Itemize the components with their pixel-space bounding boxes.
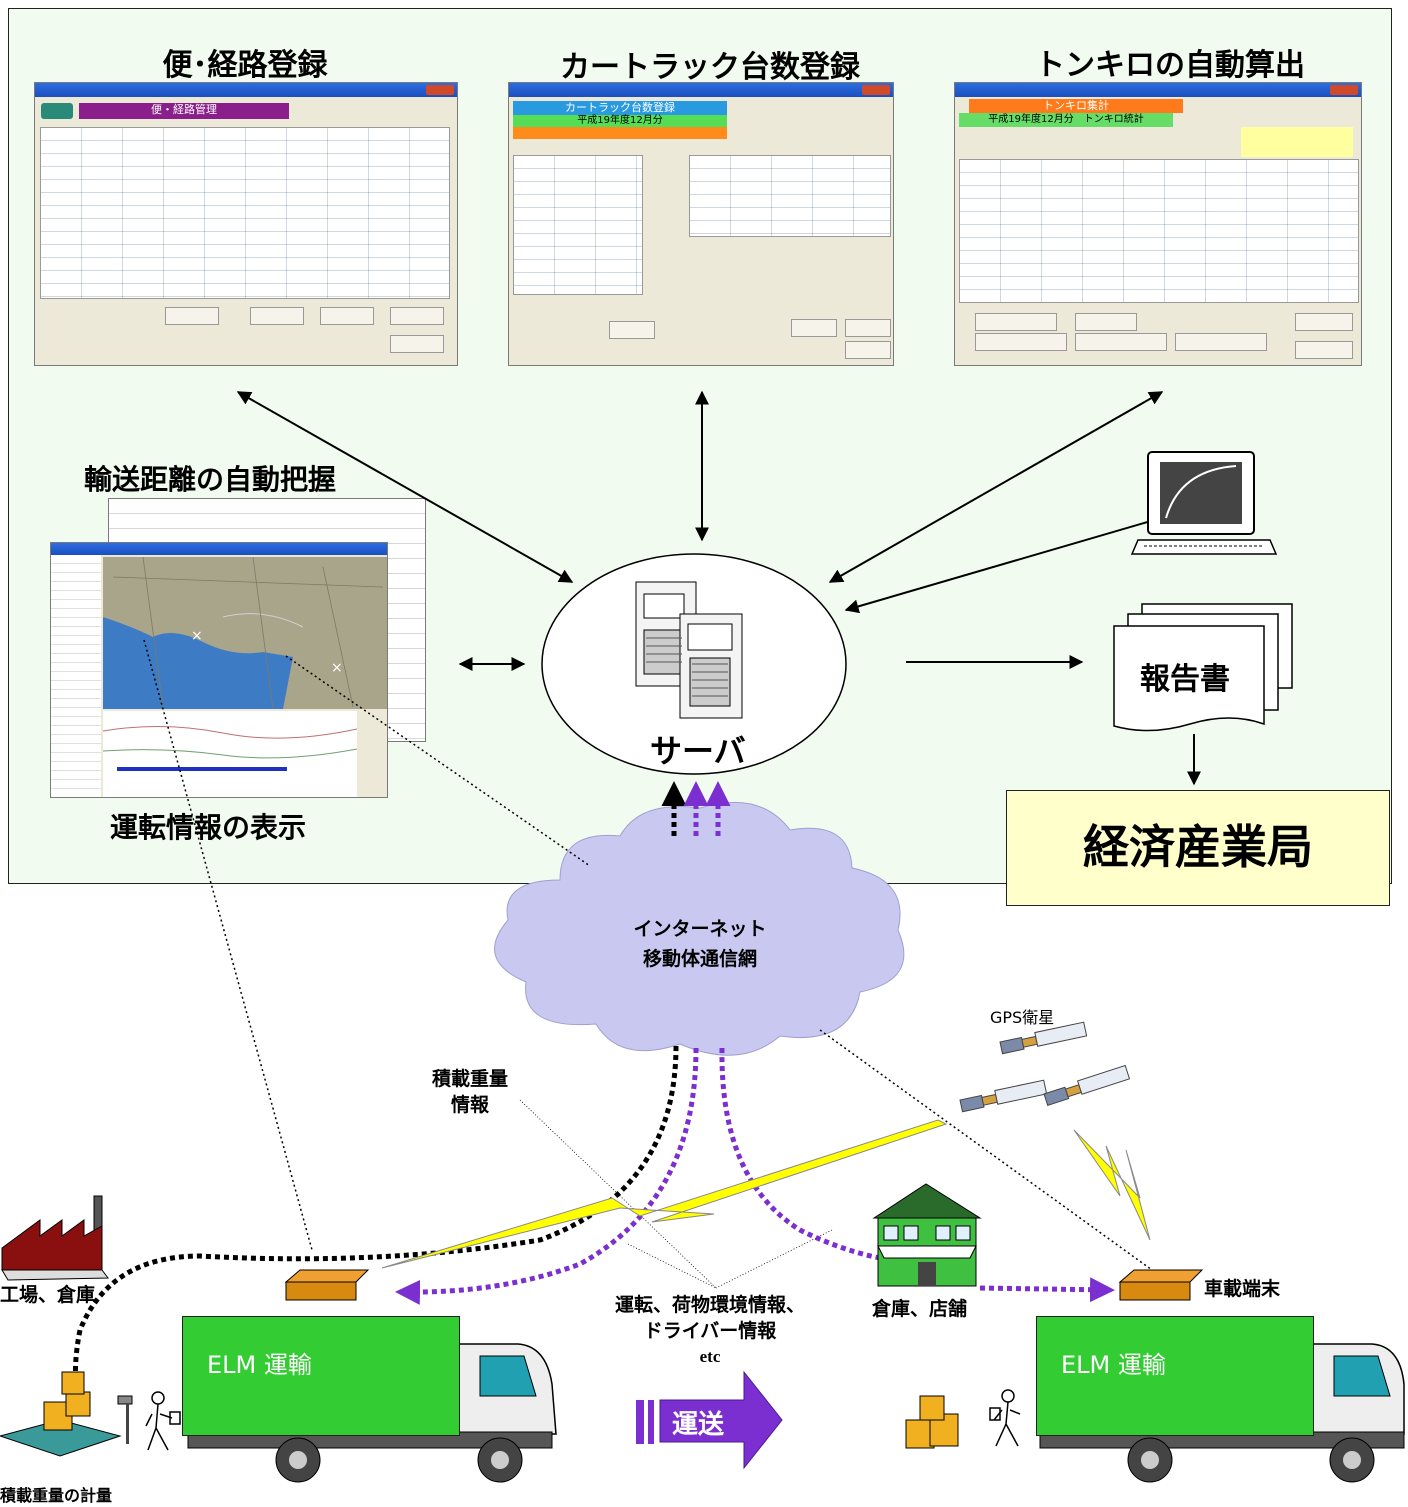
route-screen-title: 便・経路管理 (79, 103, 289, 119)
ton-km-screen-subtitle: 平成19年度12月分 トンキロ統計 (959, 113, 1173, 127)
car-truck-screen-subtitle: 平成19年度12月分 (513, 115, 727, 127)
server-icon (635, 581, 743, 719)
ton-km-screen-title: トンキロ集計 (969, 99, 1183, 113)
report-document-icon (1113, 603, 1293, 732)
car-truck-registration-heading: カートラック台数登録 (560, 50, 860, 85)
transport-arrow (636, 1370, 783, 1470)
weighing-scale-icon (0, 1371, 133, 1457)
weighing-label: 積載重量の計量 (0, 1486, 113, 1505)
cloud-line-2: 移動体通信網 (642, 948, 757, 970)
worker-icon-2 (989, 1389, 1021, 1447)
app-logo (41, 103, 73, 119)
store-icon (872, 1183, 982, 1287)
truck-2-label: ELM 運輸 (1061, 1351, 1166, 1379)
truck-count-table (513, 155, 643, 295)
route-registration-screenshot: 便・経路管理 (34, 82, 458, 366)
server-label: サーバ (650, 732, 746, 770)
route-table (40, 127, 450, 299)
ton-km-screenshot: トンキロ集計 平成19年度12月分 トンキロ統計 (954, 82, 1362, 366)
car-truck-screen-title: カートラック台数登録 (513, 101, 727, 115)
truck-1-body: ELM 運輸 (182, 1316, 460, 1436)
cargo-boxes-icon (905, 1395, 959, 1449)
lightning-icon-2 (1073, 1129, 1151, 1241)
monitor-icon (1130, 451, 1278, 555)
ton-km-table (959, 159, 1359, 303)
gps-satellite-icon (959, 1021, 1131, 1113)
cloud-shape (494, 801, 905, 1056)
warehouse-store-label: 倉庫、店舗 (872, 1298, 968, 1320)
driving-graph (102, 711, 358, 797)
car-truck-screenshot: カートラック台数登録 平成19年度12月分 (508, 82, 894, 366)
onboard-terminal-label: 車載端末 (1204, 1278, 1281, 1300)
svg-text:×: × (331, 660, 343, 676)
truck-2-body: ELM 運輸 (1036, 1316, 1314, 1436)
truck-2-cab (1039, 1343, 1405, 1483)
onboard-terminal-icon-2 (1118, 1269, 1204, 1301)
load-info-line-1: 積載重量 (431, 1068, 508, 1090)
map-window: × × (50, 542, 388, 798)
load-weight-info-label: 積載重量 情報 (410, 1066, 530, 1118)
driving-info-line-3: etc (699, 1347, 721, 1366)
onboard-terminal-icon-1 (284, 1269, 370, 1301)
driving-info-line-2: ドライバー情報 (643, 1320, 777, 1342)
gps-label: GPS衛星 (990, 1008, 1055, 1027)
driving-info-caption: 運転情報の表示 (110, 811, 307, 844)
transport-label: 運送 (672, 1410, 725, 1440)
cloud-line-1: インターネット (633, 918, 767, 940)
ton-count-table (689, 155, 891, 237)
worker-icon-1 (145, 1391, 181, 1451)
truck-1-cab (187, 1343, 557, 1483)
meti-box: 経済産業局 (1006, 790, 1390, 906)
svg-text:×: × (191, 628, 203, 644)
load-info-line-2: 情報 (450, 1094, 489, 1116)
driving-environment-label: 運転、荷物環境情報、 ドライバー情報 etc (600, 1292, 820, 1370)
cloud-network-label: インターネット 移動体通信網 (600, 914, 800, 974)
ton-km-heading: トンキロの自動算出 (1035, 48, 1305, 83)
route-registration-heading: 便･経路登録 (162, 48, 328, 83)
factory-label: 工場、倉庫 (0, 1284, 96, 1306)
factory-icon (1, 1195, 109, 1281)
lightning-icon-1 (381, 1119, 948, 1269)
report-label: 報告書 (1140, 662, 1230, 697)
driving-info-line-1: 運転、荷物環境情報、 (614, 1294, 805, 1316)
truck-1-label: ELM 運輸 (207, 1351, 312, 1379)
